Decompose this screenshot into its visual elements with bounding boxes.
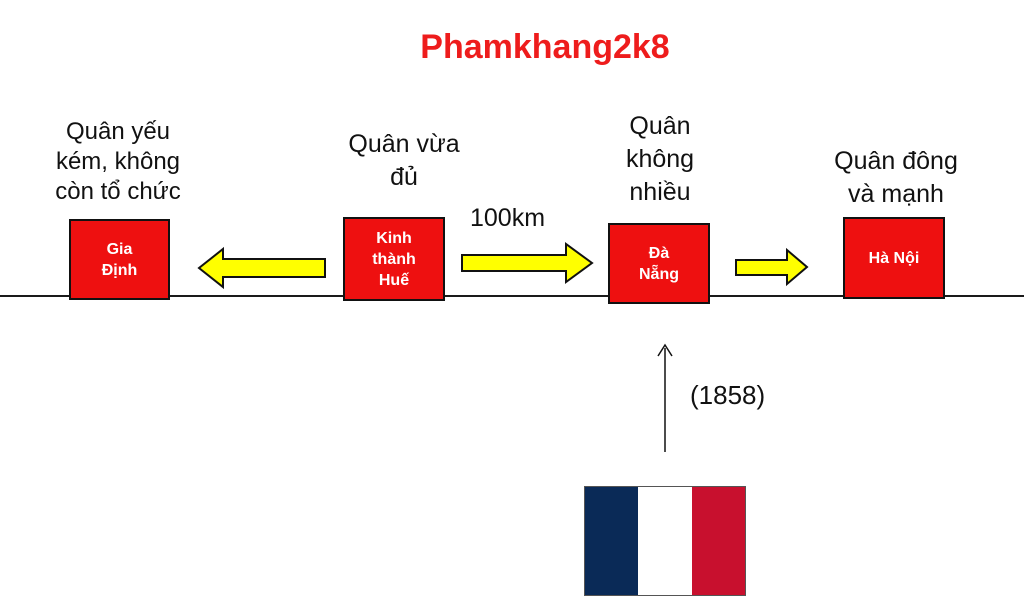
page-title: Phamkhang2k8 bbox=[420, 28, 670, 66]
invasion-arrow-head-icon bbox=[657, 343, 673, 357]
caption-da-nang: Quân không nhiều bbox=[625, 112, 695, 206]
arrow-left-icon bbox=[197, 246, 326, 290]
timeline-baseline bbox=[0, 295, 1024, 297]
box-hue: Kinh thành Huế bbox=[343, 217, 445, 301]
box-ha-noi: Hà Nội bbox=[843, 217, 945, 299]
caption-hue: Quân vừa đủ bbox=[348, 130, 460, 191]
box-da-nang: Đà Nẵng bbox=[608, 223, 710, 304]
caption-gia-dinh: Quân yếu kém, không còn tổ chức bbox=[55, 118, 181, 205]
caption-ha-noi: Quân đông và mạnh bbox=[834, 147, 958, 208]
year-label: (1858) bbox=[690, 380, 766, 410]
arrow-right-small-icon bbox=[735, 247, 809, 287]
france-flag-icon bbox=[584, 486, 746, 596]
distance-label: 100km bbox=[470, 204, 546, 232]
flag-white-stripe bbox=[638, 487, 692, 595]
arrow-right-icon bbox=[461, 242, 594, 284]
box-gia-dinh: Gia Định bbox=[69, 219, 170, 300]
flag-blue-stripe bbox=[585, 487, 639, 595]
flag-red-stripe bbox=[691, 487, 745, 595]
